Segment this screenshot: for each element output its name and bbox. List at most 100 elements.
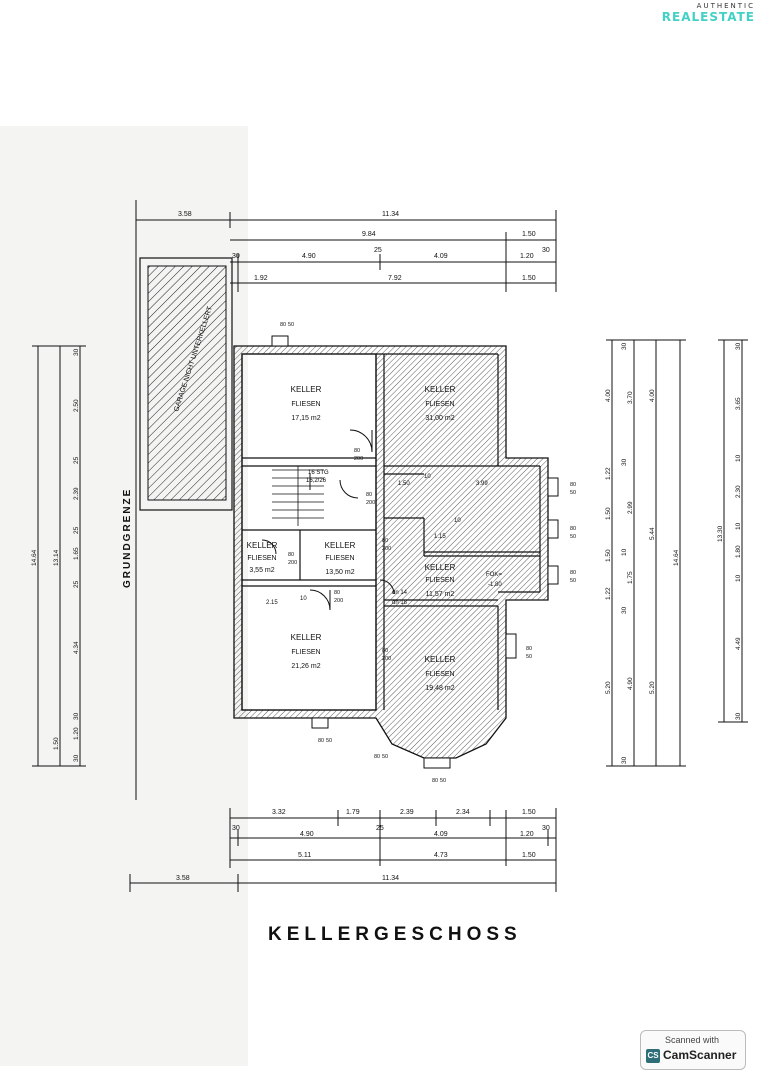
dim-right-f-7: 10 [735,574,742,582]
misc-9: 10 [454,518,461,524]
door-6-w: 80 [334,590,340,596]
plan-title: KELLERGESCHOSS [268,924,522,945]
room-4-name: KELLER [325,541,356,550]
fok-value: -1,80 [488,582,502,588]
dim-right-f-9: 30 [735,712,742,720]
dim-left-inner-12: 1.50 [53,737,60,750]
door-4-w: 80 [382,538,388,544]
dim-bottom-2c: 25 [376,825,384,832]
dim-right-f-2: 3.65 [735,397,742,410]
room-3-name: KELLER [247,541,278,550]
dim-left-inner-5: 25 [73,526,80,534]
door-5-h: 200 [382,656,391,662]
misc-1: 1.50 [398,481,410,487]
dim-top-3f: 30 [542,247,550,254]
left-dimensions [32,345,86,767]
fok-label: FOK= [486,572,502,578]
room-5-name: KELLER [425,563,456,572]
room-4-floor: FLIESEN [325,555,354,562]
camscanner-top: Scanned with [665,1035,720,1045]
dim-right-b-4: 1.75 [627,571,634,584]
dim-top-4c: 1.50 [522,275,536,282]
dim-right-a-10: 30 [621,756,628,764]
window-8-h: 50 [382,754,388,760]
dim-right-a-5: 1.50 [605,507,612,520]
camscanner-name: CamScanner [663,1048,737,1062]
window-4-w: 80 [570,570,576,576]
misc-5: 10 [300,596,307,602]
dim-right-a-4: 1.22 [605,467,612,480]
dim-right-a-7: 1.22 [605,587,612,600]
dim-top-4b: 7.92 [388,275,402,282]
window-3-w: 80 [570,526,576,532]
stair-dims: 16,2/26 [306,478,327,484]
dim-right-b-1: 3.70 [627,391,634,404]
interior-walls [241,353,541,711]
dim-right-a-3: 30 [621,458,628,466]
window-8-w: 80 [374,754,380,760]
room-5-floor: FLIESEN [425,577,454,584]
misc-7: dn 18 [392,600,408,606]
door-1-h: 200 [354,456,363,462]
brand-logo: AUTHENTIC REALESTATE [662,2,755,24]
dim-right-b-2: 2.99 [627,501,634,514]
window-1-h: 50 [288,322,294,328]
dim-right-e-1: 13.30 [717,525,724,542]
dim-left-inner-1: 30 [73,348,80,356]
dim-right-a-9: 5.20 [605,681,612,694]
grundgrenze-label: GRUNDGRENZE [122,488,133,588]
room-7-floor: FLIESEN [425,671,454,678]
window-5-h: 50 [526,654,532,660]
door-3-w: 80 [288,552,294,558]
dim-top-3a: 30 [232,253,240,260]
door-4-h: 200 [382,546,391,552]
dim-left-inner-9: 30 [73,712,80,720]
garage-area [139,257,233,511]
room-4-area: 13,50 m2 [325,569,354,576]
room-3-area: 3,55 m2 [249,567,274,574]
room-2-name: KELLER [425,385,456,394]
dim-right-f-4: 2.30 [735,485,742,498]
dim-bottom-1e: 1.50 [522,809,536,816]
dim-bottom-2d: 4.09 [434,831,448,838]
dim-top-4a: 1.92 [254,275,268,282]
window-1-w: 80 [280,322,286,328]
dim-left-inner-2: 2.50 [73,399,80,412]
dim-right-f-8: 4.49 [735,637,742,650]
dim-right-d-1: 14.64 [673,549,680,566]
dim-bottom-3b: 4.73 [434,852,448,859]
dim-left-inner-7: 25 [73,580,80,588]
staircase [272,466,324,526]
dim-bottom-1b: 1.79 [346,809,360,816]
camscanner-logo-icon: CS [646,1049,660,1063]
room-1-area: 17,15 m2 [291,415,320,422]
window-2-w: 80 [570,482,576,488]
dim-bottom-1c: 2.39 [400,809,414,816]
door-5-w: 80 [382,648,388,654]
brand-main-text: REALESTATE [661,10,755,24]
dim-left-inner-11: 30 [73,754,80,762]
dim-left-inner-8: 4.34 [73,641,80,654]
dim-top-3e: 1.20 [520,253,534,260]
misc-6: dn 14 [392,590,408,596]
dim-left-inner-4: 2.39 [73,487,80,500]
dim-bottom-4a: 3.58 [176,875,190,882]
window-7-w: 80 [432,778,438,784]
room-2-floor: FLIESEN [425,401,454,408]
dim-right-f-1: 30 [735,342,742,350]
room-6-floor: FLIESEN [291,649,320,656]
dim-top-3d: 4.09 [434,253,448,260]
dim-left-inner-10: 1.20 [73,727,80,740]
window-3-h: 50 [570,534,576,540]
dim-left-inner-6: 1.65 [73,547,80,560]
dim-right-c-3: 5.20 [649,681,656,694]
window-6-h: 50 [326,738,332,744]
room-3-floor: FLIESEN [247,555,276,562]
dim-right-c-1: 4.00 [649,389,656,402]
brand-top-text: AUTHENTIC [696,2,755,10]
dim-right-f-5: 10 [735,522,742,530]
dim-left-outer: 14.64 [31,549,38,566]
dim-top-1b: 11.34 [382,211,399,218]
door-6-h: 200 [334,598,343,604]
